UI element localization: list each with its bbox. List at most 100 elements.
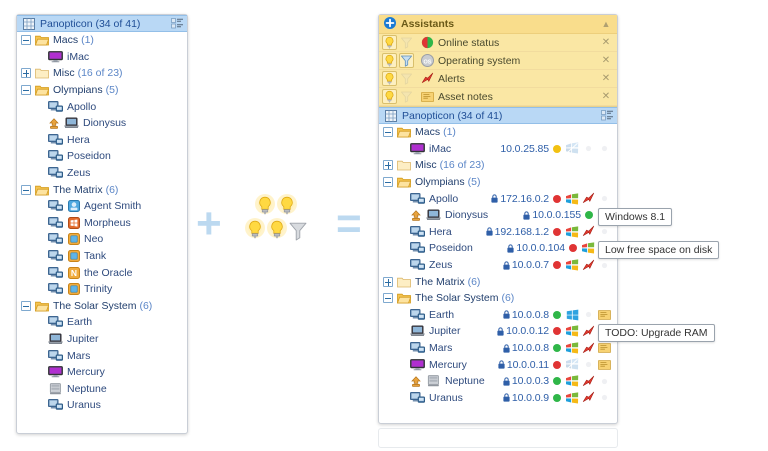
tree-host-row[interactable]: Earth [17,314,187,331]
tree-header-row[interactable]: Panopticon (34 of 41) [17,15,187,32]
tree-host-row[interactable]: Apollo [17,98,187,115]
tree-host-row[interactable]: Mercury [17,364,187,381]
collapse-icon[interactable] [21,35,31,46]
desktop-icon [410,342,425,355]
tree-row-label: Agent Smith [84,200,142,213]
list-columns-icon[interactable] [601,108,613,123]
close-icon[interactable]: ✕ [601,37,611,48]
assistant-row[interactable]: Asset notes✕ [379,88,617,106]
tree-host-row[interactable]: Poseidon [17,148,187,165]
tree-host-row[interactable]: Neptune [17,380,187,397]
alert-arrow-icon [581,391,595,404]
expand-icon[interactable] [383,160,393,171]
tree-host-row[interactable]: Agent Smith [17,198,187,215]
tree-host-row[interactable]: Neo [17,231,187,248]
assistant-enable-toggle[interactable] [382,53,397,68]
close-icon[interactable]: ✕ [601,91,611,102]
tree-row-label: Earth [67,316,93,329]
collapse-icon[interactable] [21,184,31,195]
tree-host-row[interactable]: Morpheus [17,215,187,232]
assistant-filter-toggle[interactable] [399,35,414,50]
alert-arrow-icon [581,259,595,272]
os-winxp-icon [565,259,579,272]
tree-group-row[interactable]: Olympians(5) [17,82,187,99]
tree-row-label: Mercury [429,358,467,371]
wake-icon [49,118,59,129]
lock-icon [507,244,514,253]
assistant-filter-toggle[interactable] [399,53,414,68]
lightbulb-on-icon [254,194,276,220]
tree-row-label: Trinity [84,283,113,296]
svg-text:N: N [70,268,76,278]
tree-host-row[interactable]: Mars [17,347,187,364]
tree-group-row[interactable]: Macs(1) [379,124,617,141]
assistant-enable-toggle[interactable] [382,89,397,104]
tree-host-row[interactable]: Zeus [17,165,187,182]
collapse-icon[interactable] [21,300,31,311]
expand-icon[interactable] [383,276,393,287]
laptop-icon [426,209,441,222]
list-columns-icon[interactable] [171,16,183,31]
tree-host-row[interactable]: Uranus [17,397,187,414]
chevron-up-icon[interactable]: ▲ [601,19,611,29]
assistant-filter-toggle[interactable] [399,71,414,86]
os-winxp-icon [565,225,579,238]
tree-host-row[interactable]: Tank [17,248,187,265]
close-icon[interactable]: ✕ [601,73,611,84]
collapse-icon[interactable] [383,177,393,188]
status-dot-offline [553,261,561,270]
tree-group-row[interactable]: Macs(1) [17,32,187,49]
alert-arrow-icon [420,72,434,86]
desktop-icon [48,233,63,246]
collapse-icon[interactable] [383,293,393,304]
list-columns-icon [601,110,613,121]
plus-circle-icon[interactable] [384,16,396,32]
collapse-icon[interactable] [21,85,31,96]
tree-group-row[interactable]: Misc(16 of 23) [379,157,617,174]
os-winxp-icon [565,325,579,338]
tree-group-row[interactable]: The Solar System(6) [379,290,617,307]
tree-host-row[interactable]: Jupiter [17,331,187,348]
lock-icon [503,310,510,319]
tree-host-row[interactable]: Dionysus [17,115,187,132]
tree-header-row[interactable]: Panopticon (34 of 41) [379,107,617,124]
expand-icon[interactable] [21,68,31,79]
assistant-row[interactable]: Online status✕ [379,34,617,52]
tree-host-row[interactable]: Hera [17,132,187,149]
alert-arrow-icon [581,325,595,338]
tree-group-row[interactable]: The Solar System(6) [17,298,187,315]
tree-group-row[interactable]: The Matrix(6) [379,273,617,290]
assistant-filter-toggle[interactable] [399,89,414,104]
collapse-icon[interactable] [383,127,393,138]
folder-closed-icon [396,276,411,288]
assistant-enable-toggle[interactable] [382,35,397,50]
imac-icon [410,358,425,371]
tree-group-row[interactable]: Olympians(5) [379,174,617,191]
ip-address: 10.0.0.155 [532,209,581,222]
close-icon[interactable]: ✕ [601,55,611,66]
assistant-enable-toggle[interactable] [382,71,397,86]
tree-group-row[interactable]: Misc(16 of 23) [17,65,187,82]
ip-address: 10.0.0.12 [506,325,549,338]
tree-host-row[interactable]: iMac [17,49,187,66]
tree-host-row[interactable]: Trinity [17,281,187,298]
assistant-row[interactable]: Alerts✕ [379,70,617,88]
tree-group-row[interactable]: The Matrix(6) [17,181,187,198]
